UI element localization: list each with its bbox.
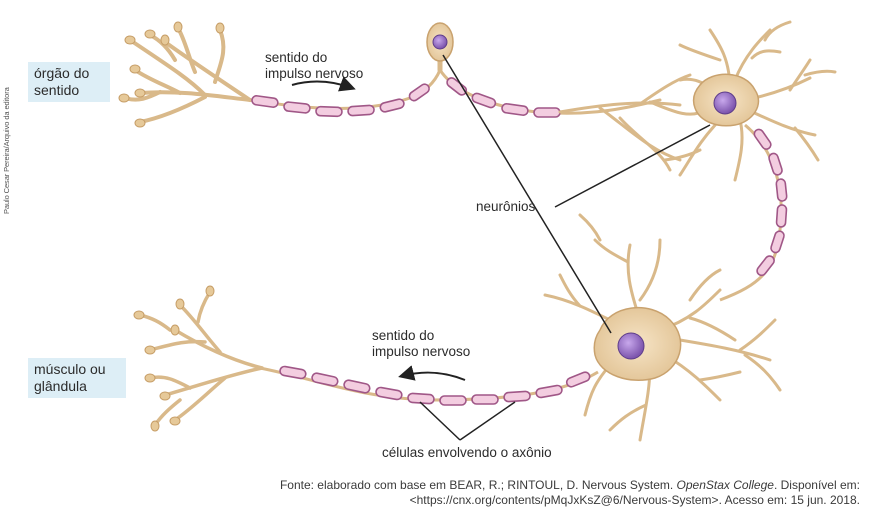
interneuron-body (694, 74, 759, 125)
label-target: músculo ou glândula (28, 358, 126, 398)
pointer-cells-right (460, 402, 515, 440)
impulse-arrow-top (292, 82, 352, 88)
source-line1: Fonte: elaborado com base em BEAR, R.; R… (60, 478, 860, 493)
source-prefix: Fonte: elaborado com base em BEAR, R.; R… (280, 478, 677, 492)
motor-neuron-body (594, 308, 680, 381)
label-impulse-bottom-line2: impulso nervoso (372, 344, 470, 360)
label-target-line2: glândula (34, 378, 120, 395)
label-organ: órgão do sentido (28, 62, 110, 102)
source-line2: <https://cnx.org/contents/pMqJxKsZ@6/Ner… (60, 493, 860, 508)
label-organ-line1: órgão do (34, 65, 104, 82)
sensory-myelin (251, 76, 560, 117)
source-italic: OpenStax College (677, 478, 774, 492)
sensory-receptor-endings (125, 28, 250, 122)
label-impulse-top-line1: sentido do (265, 50, 363, 66)
interneuron-axon (720, 125, 781, 300)
motor-terminals (140, 292, 262, 425)
label-cells: células envolvendo o axônio (382, 445, 552, 461)
label-impulse-top-line2: impulso nervoso (265, 66, 363, 82)
label-impulse-bottom-line1: sentido do (372, 328, 470, 344)
source-citation: Fonte: elaborado com base em BEAR, R.; R… (60, 478, 860, 508)
label-impulse-top: sentido do impulso nervoso (265, 50, 363, 82)
source-suffix: . Disponível em: (774, 478, 860, 492)
impulse-arrow-bottom (402, 373, 465, 380)
label-neurons: neurônios (476, 199, 535, 215)
label-organ-line2: sentido (34, 82, 104, 99)
image-credit: Paulo Cesar Pereira/Arquivo da editora (2, 202, 14, 214)
label-impulse-bottom: sentido do impulso nervoso (372, 328, 470, 360)
pointer-sensory-neuron (443, 55, 611, 333)
label-target-line1: músculo ou (34, 361, 120, 378)
pointer-cells-left (420, 402, 460, 440)
